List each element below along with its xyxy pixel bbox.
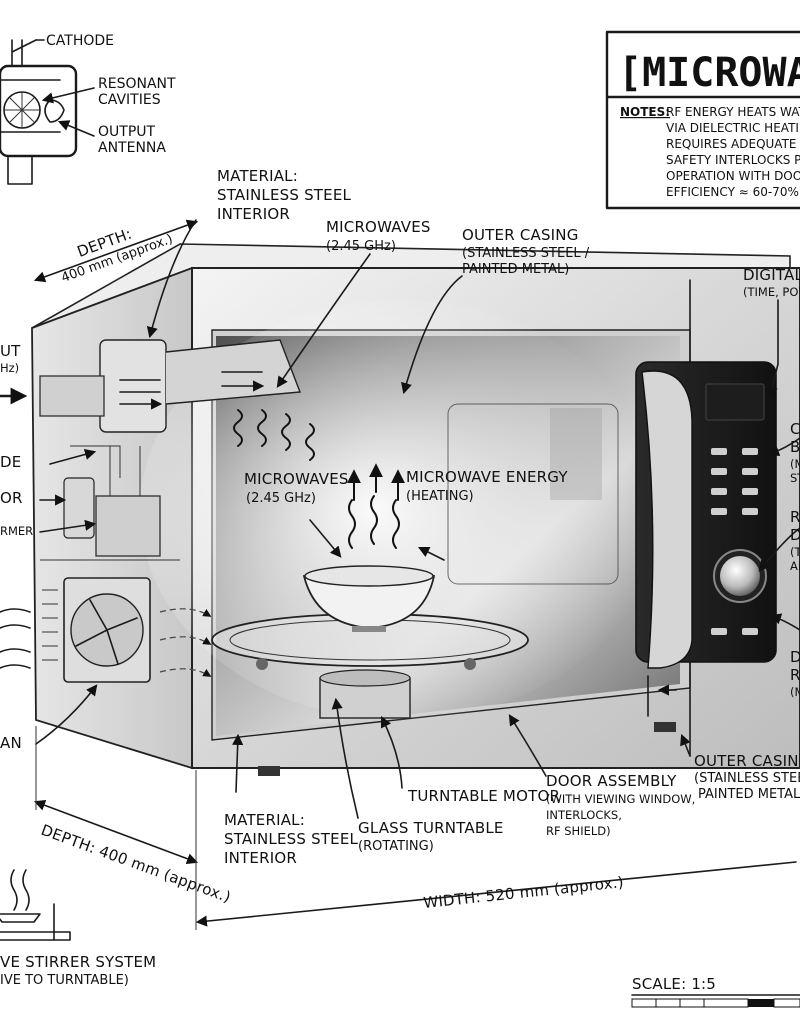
dimension-lines <box>33 219 800 1008</box>
outer-casing-top-1: OUTER CASING <box>462 226 579 244</box>
material-top-1: MATERIAL: <box>217 167 298 185</box>
material-top-2: STAINLESS STEEL <box>217 186 352 204</box>
outer-casing-top-2: (STAINLESS STEEL / <box>462 246 590 261</box>
right-cut-2d: AD <box>790 559 800 573</box>
turntable-motor-label: TURNTABLE MOTOR <box>407 787 560 805</box>
width-label: WIDTH: 520 mm (approx.) <box>423 873 625 912</box>
door-assembly-4: RF SHIELD) <box>546 824 611 838</box>
right-cut-2c: (T <box>790 545 800 559</box>
outer-casing-bottom-2: (STAINLESS STEEL / <box>694 771 800 786</box>
right-cut-1d: ST <box>790 471 800 485</box>
material-bottom-1: MATERIAL: <box>224 811 305 829</box>
door-assembly-3: INTERLOCKS, <box>546 808 622 822</box>
microwaves-top-1: MICROWAVES <box>326 218 431 236</box>
left-cut-5: AN <box>0 734 22 752</box>
stirrer-inset <box>0 869 71 941</box>
left-cut-3: OR <box>0 489 23 507</box>
antenna-label-1: OUTPUT <box>98 124 156 140</box>
right-cut-2b: D <box>790 526 800 544</box>
note-line-4: SAFETY INTERLOCKS PR <box>666 153 800 167</box>
outer-casing-top-3: PAINTED METAL) <box>462 262 569 277</box>
note-line-1: RF ENERGY HEATS WATER <box>666 105 800 119</box>
right-cut-2a: R <box>790 508 800 526</box>
left-cut-2: DE <box>0 453 21 471</box>
microwave-waves <box>0 371 677 717</box>
resonant-label-2: CAVITIES <box>98 92 161 108</box>
right-cut-3c: (M <box>790 685 800 699</box>
leader-lines <box>35 219 800 819</box>
note-line-2: VIA DIELECTRIC HEATING <box>666 121 800 135</box>
depth-bottom-label: DEPTH: 400 mm (approx.) <box>39 821 234 906</box>
microwave-energy-1: MICROWAVE ENERGY <box>406 468 568 486</box>
note-line-3: REQUIRES ADEQUATE VE <box>666 137 800 151</box>
digital-label-2: (TIME, POW <box>743 285 800 299</box>
right-cut-1c: (M <box>790 457 800 471</box>
right-cut-1a: CO <box>790 420 800 438</box>
left-cut-1b: Hz) <box>0 361 19 375</box>
scale-label: SCALE: 1:5 <box>632 975 716 993</box>
microwave-energy-2: (HEATING) <box>406 489 474 504</box>
door-assembly-1: DOOR ASSEMBLY <box>546 772 677 790</box>
glass-turntable-2: (ROTATING) <box>358 839 434 854</box>
stirrer-label-1: VE STIRRER SYSTEM <box>0 953 156 971</box>
material-bottom-3: INTERIOR <box>224 849 297 867</box>
left-cut-4: RMER <box>0 524 33 538</box>
glass-turntable-1: GLASS TURNTABLE <box>358 819 504 837</box>
title-text: [MICROWA <box>618 50 800 96</box>
note-line-6: EFFICIENCY ≈ 60-70%. <box>666 185 800 199</box>
outer-casing-bottom-1: OUTER CASING <box>694 752 800 770</box>
microwaves-inner-2: (2.45 GHz) <box>246 491 316 506</box>
resonant-label-1: RESONANT <box>98 76 176 92</box>
title-block: [MICROWA NOTES: RF ENERGY HEATS WATER VI… <box>605 30 800 210</box>
right-cut-3a: D <box>790 648 800 666</box>
cathode-label: CATHODE <box>46 33 114 49</box>
material-bottom-2: STAINLESS STEEL <box>224 830 359 848</box>
scale-bar <box>631 994 800 1008</box>
microwaves-top-2: (2.45 GHz) <box>326 239 396 254</box>
note-line-5: OPERATION WITH DOOR C <box>666 169 800 183</box>
magnetron-inset: CATHODE RESONANT CAVITIES OUTPUT ANTENNA <box>0 33 176 185</box>
stirrer-label-2: IVE TO TURNTABLE) <box>0 973 129 988</box>
left-cut-1a: UT <box>0 342 21 360</box>
digital-label-1: DIGITAL <box>743 266 800 284</box>
notes-heading: NOTES: <box>620 105 670 119</box>
material-top-3: INTERIOR <box>217 205 290 223</box>
right-cut-3b: R <box>790 666 800 684</box>
door-assembly-2: (WITH VIEWING WINDOW, <box>546 792 695 806</box>
microwaves-inner-1: MICROWAVES <box>244 470 349 488</box>
antenna-label-2: ANTENNA <box>98 140 166 156</box>
microwave-body <box>31 243 800 776</box>
outer-casing-bottom-3: PAINTED METAL) <box>698 787 800 802</box>
right-cut-1b: B <box>790 438 800 456</box>
